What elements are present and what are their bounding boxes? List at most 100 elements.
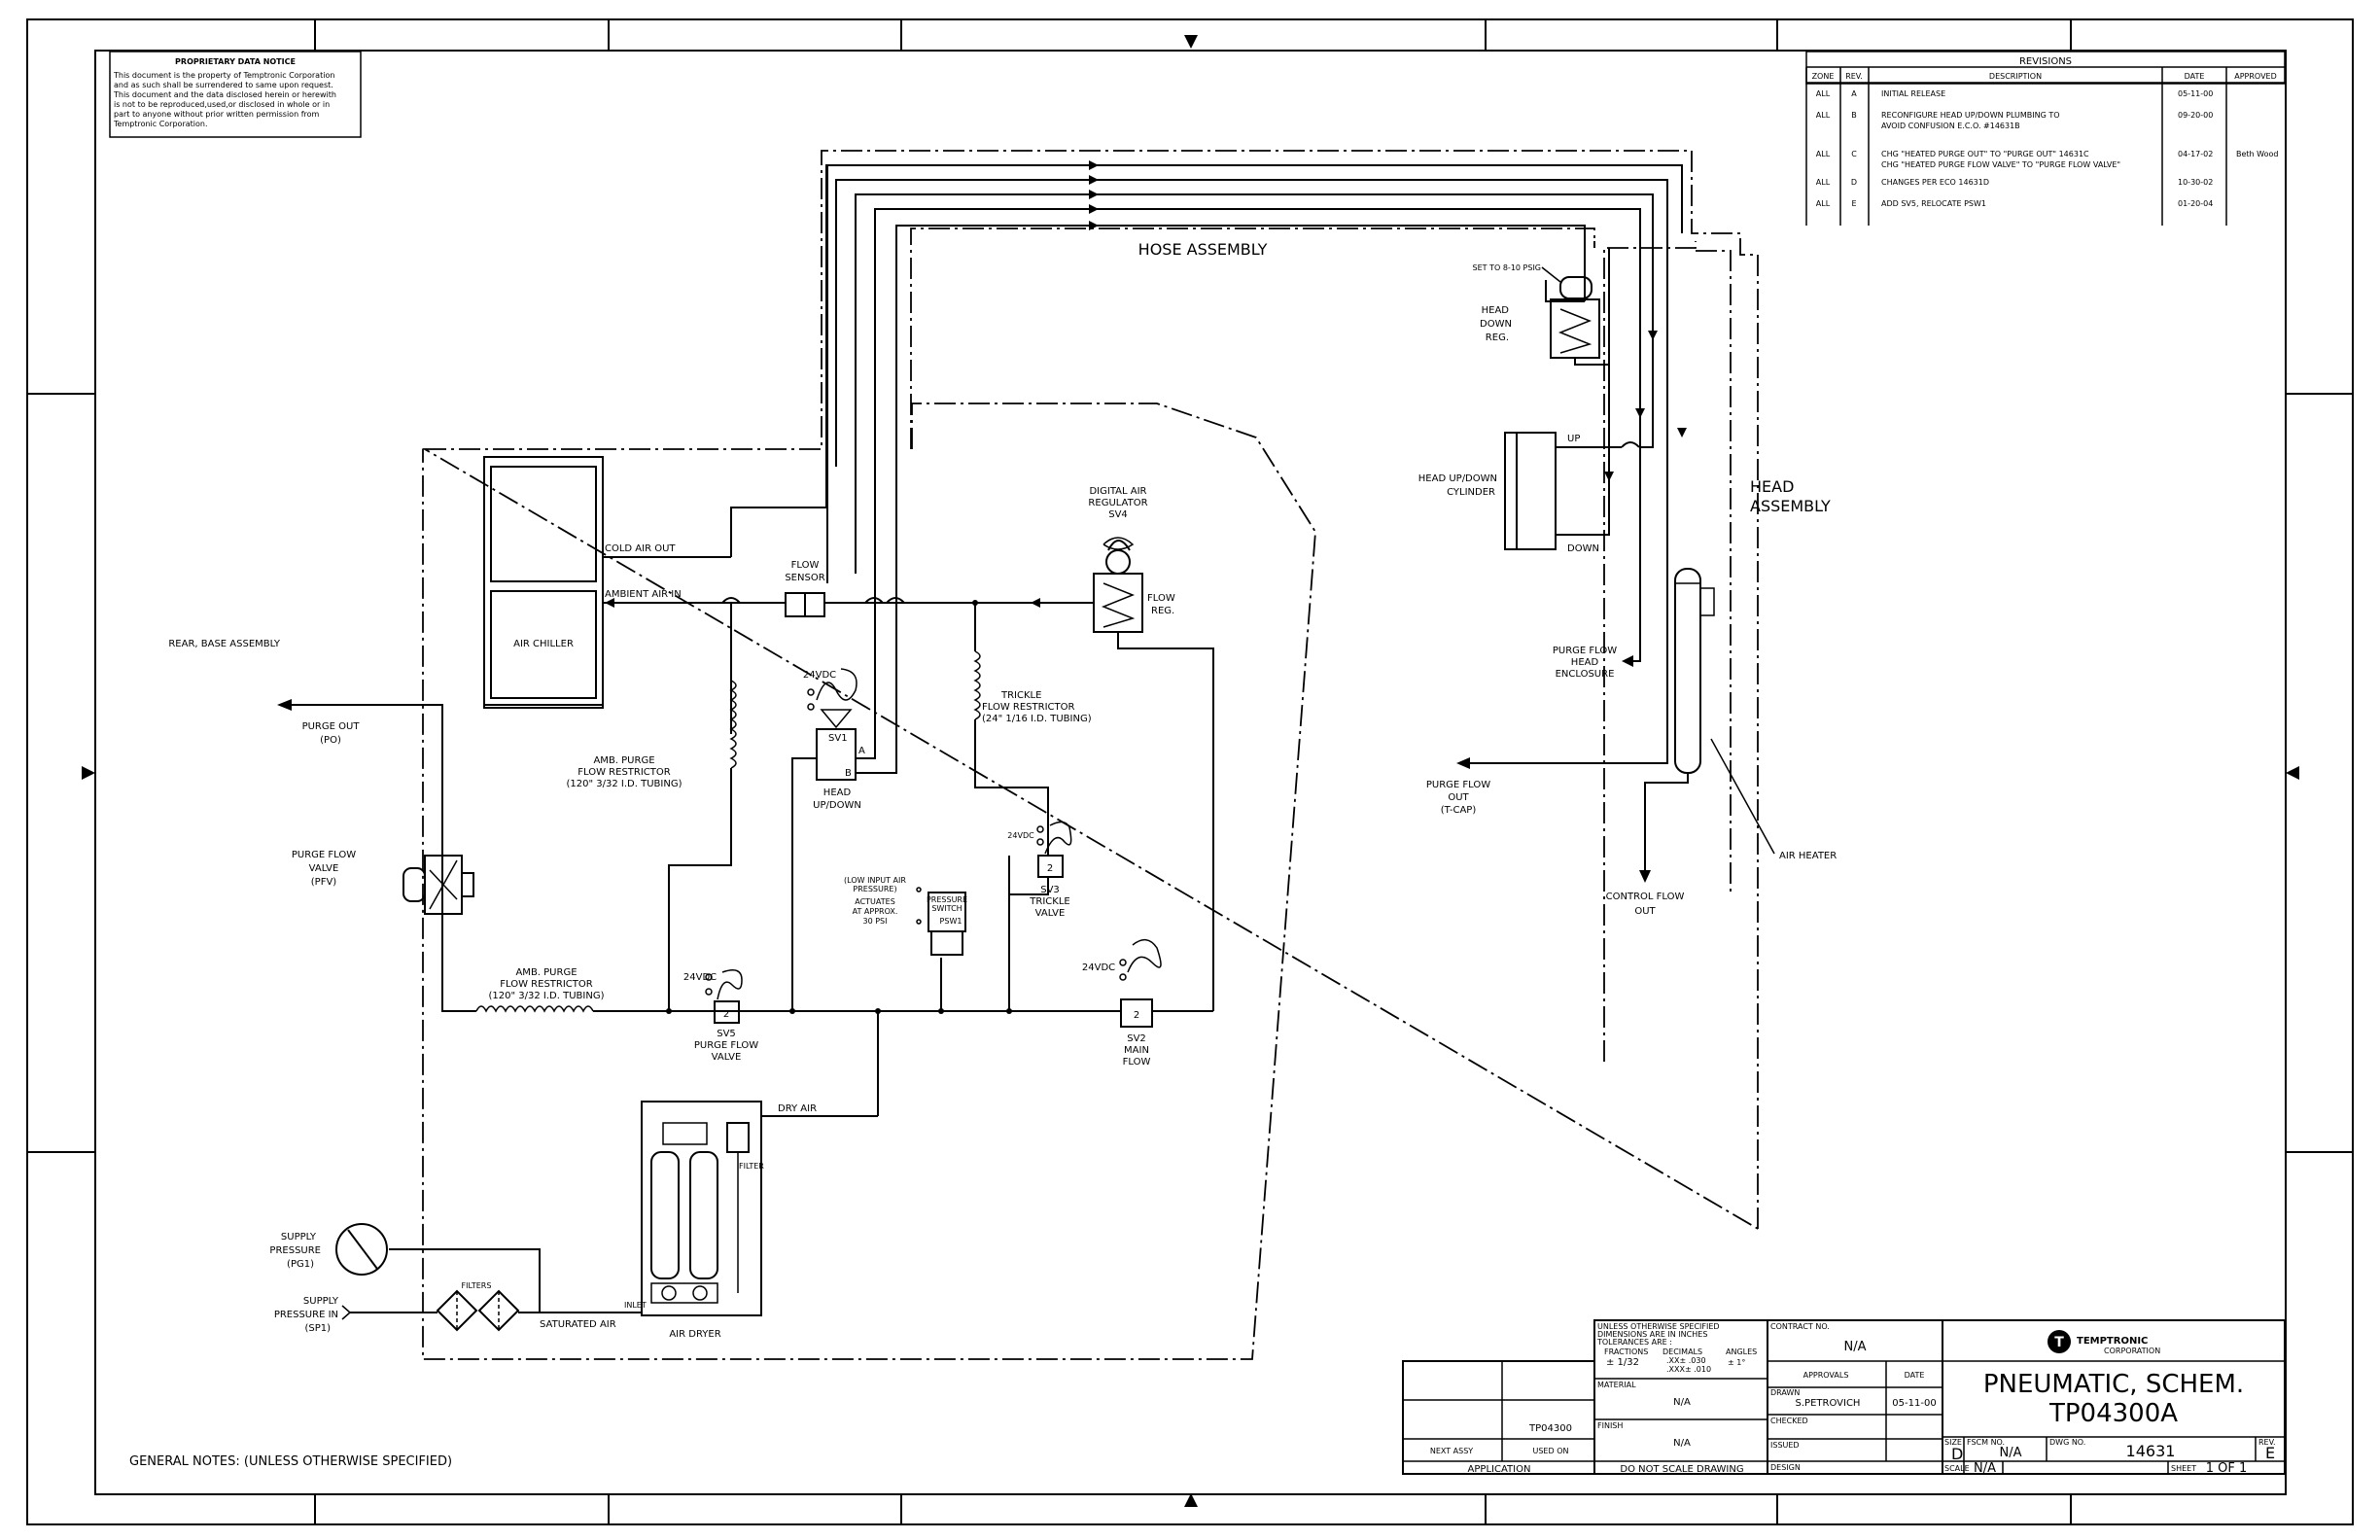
purge-tcap-label: (T-CAP): [1441, 805, 1477, 816]
rev-approved: Beth Wood: [2236, 150, 2278, 158]
rev-letter: B: [1851, 111, 1857, 120]
drawing-number-title: TP04300A: [2048, 1399, 2178, 1428]
dwg-header: DWG NO.: [2049, 1438, 2085, 1447]
supply-pressure-gauge: SUPPLY PRESSURE (PG1): [269, 1223, 388, 1276]
rev-letter: A: [1851, 89, 1857, 98]
date-header: DATE: [1905, 1371, 1925, 1380]
sv5-label: PURGE FLOW: [694, 1040, 758, 1051]
sheet-header: SHEET: [2171, 1464, 2196, 1473]
dar-label: DIGITAL AIR: [1089, 486, 1146, 497]
sv5-label: VALVE: [712, 1052, 742, 1063]
pfv-label: PURGE FLOW: [292, 850, 356, 860]
hose-assembly-label: HOSE ASSEMBLY: [1138, 240, 1268, 259]
supply-in-label: (SP1): [304, 1323, 331, 1334]
purge-head-label: PURGE FLOW: [1553, 646, 1617, 656]
size-value: D: [1951, 1445, 1963, 1463]
rev-description: CHG "HEATED PURGE FLOW VALVE" TO "PURGE …: [1881, 160, 2120, 169]
design-header: DESIGN: [1770, 1463, 1801, 1472]
supply-in-label: SUPPLY: [303, 1296, 339, 1307]
sheet-value: 1 OF 1: [2206, 1461, 2248, 1476]
drawn-header: DRAWN: [1770, 1388, 1800, 1397]
dry-air-label: DRY AIR: [778, 1103, 817, 1114]
fractions-header: FRACTIONS: [1604, 1348, 1648, 1356]
notice-line: Temptronic Corporation.: [113, 120, 208, 128]
fractions-value: ± 1/32: [1606, 1357, 1639, 1368]
scale-header: SCALE: [1944, 1464, 1970, 1473]
rev-date: 10-30-02: [2178, 178, 2213, 187]
filters-label: FILTERS: [462, 1281, 492, 1290]
amb-purge-a-label: (120" 3/32 I.D. TUBING): [567, 779, 682, 789]
head-updown-cylinder: HEAD UP/DOWN CYLINDER: [1418, 432, 1557, 550]
sv5-voltage: 24VDC: [683, 972, 717, 983]
pressure-switch: PRESSURE SWITCH PSW1 (LOW INPUT AIR PRES…: [844, 876, 967, 956]
hose-assembly-boundary-inner: [910, 228, 1595, 449]
head-updown-label: UP/DOWN: [813, 800, 861, 811]
revision-row: ALL C CHG "HEATED PURGE OUT" TO "PURGE OUT…: [1816, 150, 2279, 169]
svg-text:2: 2: [1134, 1010, 1139, 1021]
amb-purge-b-label: (120" 3/32 I.D. TUBING): [489, 991, 605, 1001]
company-name: TEMPTRONIC: [2077, 1336, 2148, 1347]
head-assembly-boundary-right: [1696, 250, 1732, 894]
rev-letter: C: [1851, 150, 1857, 158]
amb-purge-a-label: FLOW RESTRICTOR: [578, 767, 670, 778]
amb-purge-a-label: AMB. PURGE: [593, 755, 654, 766]
supply-pg-label: (PG1): [287, 1259, 314, 1270]
purge-head-label: ENCLOSURE: [1556, 669, 1615, 680]
material-header: MATERIAL: [1597, 1381, 1636, 1389]
cylinder-label: CYLINDER: [1447, 487, 1495, 498]
amb-purge-b-label: AMB. PURGE: [515, 967, 577, 978]
material-value: N/A: [1673, 1397, 1691, 1408]
sv3-label: TRICKLE: [1029, 896, 1069, 907]
supply-in-label: PRESSURE IN: [274, 1310, 338, 1320]
down-label: DOWN: [1567, 543, 1599, 554]
rev-description: ADD SV5, RELOCATE PSW1: [1881, 199, 1986, 208]
rev-letter: D: [1851, 178, 1857, 187]
purge-tcap-label: OUT: [1448, 792, 1469, 803]
rev-description: CHG "HEATED PURGE OUT" TO "PURGE OUT" 14…: [1881, 150, 2089, 158]
rev-zone: ALL: [1816, 150, 1831, 158]
air-dryer: FILTER INLET AIR DRYER: [624, 1101, 764, 1340]
flow-sensor-label: FLOW: [791, 560, 820, 571]
low-input-label: ACTUATES: [855, 897, 895, 906]
revisions-title: REVISIONS: [2019, 56, 2072, 67]
head-down-reg-label: HEAD: [1482, 305, 1510, 316]
hose-lines: [730, 160, 1687, 758]
low-input-label: PRESSURE): [853, 885, 896, 893]
svg-text:T: T: [2054, 1335, 2064, 1350]
head-assembly-label: ASSEMBLY: [1750, 497, 1831, 515]
low-input-label: 30 PSI: [863, 917, 888, 926]
air-dryer-label: AIR DRYER: [669, 1329, 720, 1340]
drawing-border: [26, 18, 2354, 1525]
purge-tcap-label: PURGE FLOW: [1426, 780, 1490, 790]
purge-out-label: (PO): [320, 735, 341, 746]
control-flow-label: OUT: [1634, 906, 1656, 917]
decimals-value: .XX± .030: [1666, 1356, 1706, 1365]
sv3-label: VALVE: [1035, 908, 1066, 919]
digital-air-regulator: DIGITAL AIR REGULATOR SV4 FLOW REG.: [1088, 486, 1175, 633]
scale-value: N/A: [1974, 1461, 1996, 1476]
cold-air-out-label: COLD AIR OUT: [605, 543, 676, 554]
sv1-port-a: A: [858, 746, 865, 756]
trickle-label: FLOW RESTRICTOR: [982, 702, 1074, 713]
contract-value: N/A: [1844, 1340, 1867, 1354]
head-down-reg-label: DOWN: [1480, 319, 1512, 330]
rev-col-description: DESCRIPTION: [1989, 72, 2042, 81]
sv1-label: SV1: [828, 733, 848, 744]
title-block: TP04300 NEXT ASSY USED ON APPLICATION UN…: [1402, 1319, 2286, 1476]
rear-base-boundary: [422, 402, 1316, 1360]
rev-header: REV.: [2258, 1438, 2276, 1447]
trickle-label: (24" 1/16 I.D. TUBING): [982, 714, 1092, 724]
sv3-voltage: 24VDC: [1007, 831, 1034, 840]
head-down-regulator: SET TO 8-10 PSIG HEAD DOWN REG.: [1473, 263, 1600, 359]
no-scale-label: DO NOT SCALE DRAWING: [1620, 1464, 1743, 1475]
decimals-header: DECIMALS: [1662, 1348, 1702, 1356]
sv2-label: SV2: [1127, 1033, 1146, 1044]
dryer-filter-label: FILTER: [739, 1162, 764, 1171]
head-updown-label: HEAD: [823, 788, 852, 798]
rev-value: E: [2265, 1444, 2275, 1462]
